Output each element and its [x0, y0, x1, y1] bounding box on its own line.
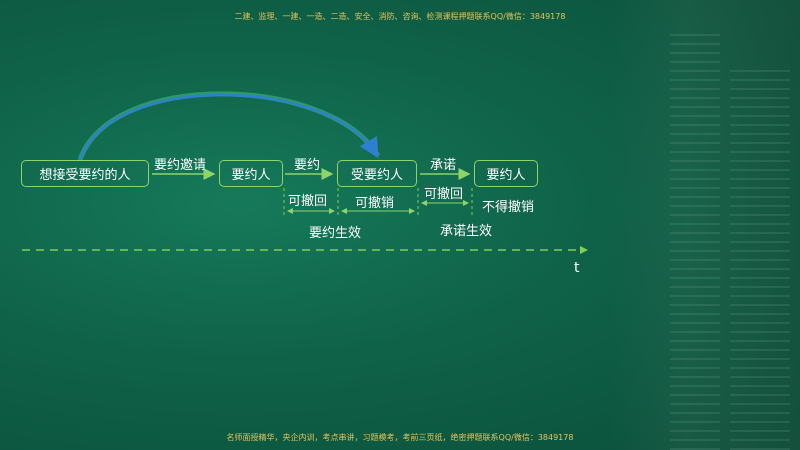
label-revocable-2: 可撤销	[355, 196, 395, 211]
label-revocable-1: 可撤回	[288, 194, 328, 209]
node-offeror-1: 要约人	[219, 160, 283, 187]
edge-label-offer: 要约	[294, 158, 321, 173]
node-offeree-intent: 想接受要约的人	[21, 160, 149, 187]
node-offeror-2: 要约人	[474, 160, 538, 187]
label-acceptance-effective: 承诺生效	[440, 224, 493, 239]
time-axis-label: t	[574, 260, 580, 276]
label-irrevocable: 不得撤销	[482, 200, 535, 215]
node-offeree: 受要约人	[337, 160, 417, 187]
header-contact-note: 二建、监理、一建、一造、二造、安全、消防、咨询、检测课程押题联系QQ/微信：38…	[234, 12, 566, 21]
curved-arrow	[77, 91, 381, 161]
label-revocable-3: 可撤回	[424, 187, 464, 202]
label-offer-effective: 要约生效	[309, 226, 362, 241]
edge-label-acceptance: 承诺	[430, 158, 457, 173]
footer-contact-note: 名师面授精华，央企内训，考点串讲，习题模考，考前三页纸，绝密押题联系QQ/微信：…	[226, 433, 574, 442]
edge-label-invitation: 要约邀请	[154, 158, 207, 173]
building-background-image	[610, 0, 800, 450]
